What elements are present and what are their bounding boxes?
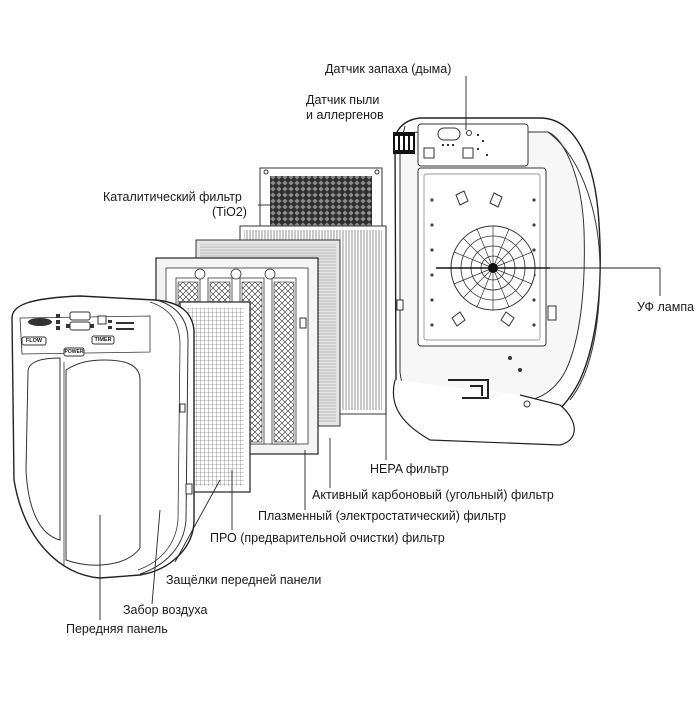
- label-plasma-filter: Плазменный (электростатический) фильтр: [258, 509, 507, 523]
- label-carbon-filter: Активный карбоновый (угольный) фильтр: [312, 488, 554, 502]
- label-pre-filter: ПРО (предварительной очистки) фильтр: [210, 531, 445, 545]
- label-odor-sensor: Датчик запаха (дыма): [325, 62, 452, 76]
- button-timer-label: TIMER: [94, 337, 112, 343]
- label-hepa-filter: HEPA фильтр: [370, 462, 449, 476]
- button-flow-label: FLOW: [25, 338, 43, 344]
- dust-sensor: [393, 132, 415, 154]
- front-panel: [11, 295, 195, 579]
- catalytic-filter: [259, 167, 383, 235]
- label-catalytic-filter-line1: Каталитический фильтр: [103, 190, 242, 204]
- leader-lines: [99, 76, 661, 620]
- label-catalytic-filter-line2: (TiO2): [212, 205, 247, 219]
- label-front-panel: Передняя панель: [66, 622, 168, 636]
- label-air-intake: Забор воздуха: [123, 603, 208, 617]
- label-uv-lamp: УФ лампа: [637, 300, 695, 314]
- label-dust-sensor-line2: и аллергенов: [306, 108, 384, 122]
- label-panel-latches: Защёлки передней панели: [166, 573, 322, 587]
- button-power-label: POWER: [64, 349, 84, 355]
- uv-lamp: [436, 225, 550, 311]
- label-dust-sensor-line1: Датчик пыли: [306, 93, 380, 107]
